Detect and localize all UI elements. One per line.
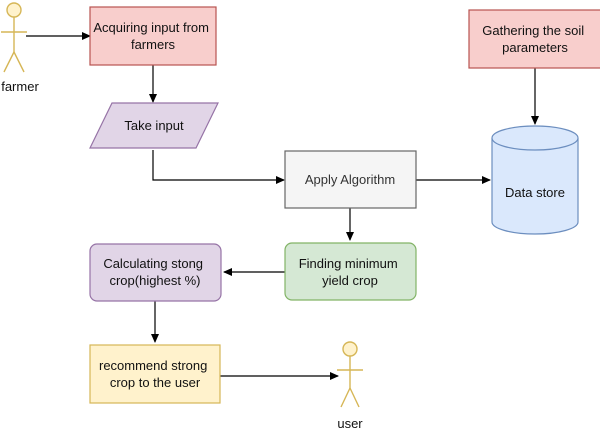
- recommend-crop-box: [89, 344, 221, 404]
- find-min-yield-label: Finding minimum yield crop: [299, 256, 402, 288]
- user-actor-icon: [337, 341, 363, 408]
- calc-strong-crop-box: [89, 243, 222, 302]
- farmer-label: farmer: [1, 79, 39, 94]
- take-input-parallelogram: [89, 102, 219, 149]
- user-label: user: [337, 416, 363, 431]
- farmer-actor-icon: [1, 2, 27, 73]
- calc-strong-crop-label: Calculating stong crop(highest %): [103, 256, 206, 288]
- data-store-label: Data store: [505, 185, 565, 200]
- apply-algorithm-box: [284, 150, 417, 209]
- data-store-cylinder: [491, 125, 579, 235]
- find-min-yield-box: [284, 242, 417, 301]
- acquire-input-box: [89, 6, 217, 66]
- apply-algorithm-label: Apply Algorithm: [305, 172, 395, 187]
- gather-soil-label: Gathering the soil parameters: [482, 23, 588, 55]
- acquire-input-label: Acquiring input from farmers: [93, 20, 212, 52]
- connectors: [26, 32, 539, 380]
- take-input-label: Take input: [124, 118, 184, 133]
- edge-take-input-to-apply: [152, 150, 285, 184]
- gather-soil-box: [468, 9, 600, 69]
- recommend-crop-label: recommend strong crop to the user: [99, 358, 211, 390]
